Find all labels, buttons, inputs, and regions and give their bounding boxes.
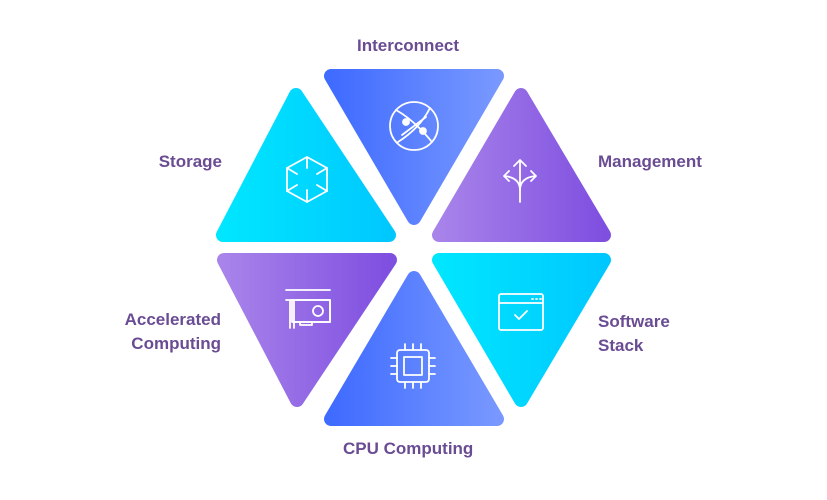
cpu-computing-label: CPU Computing xyxy=(343,439,474,458)
globe-network-icon xyxy=(389,101,439,151)
gpu-card-icon xyxy=(285,289,331,329)
software-stack-label: Software Stack xyxy=(598,310,670,358)
label-line: Accelerated xyxy=(124,310,221,329)
interconnect-segment xyxy=(324,69,504,225)
browser-window-check-icon xyxy=(498,293,544,331)
label-line: Software xyxy=(598,312,670,331)
accelerated-computing-label: Accelerated Computing xyxy=(90,308,221,356)
storage-label: Storage xyxy=(158,152,222,171)
accelerated-segment xyxy=(217,253,397,407)
management-segment xyxy=(432,88,611,242)
cpu-segment xyxy=(324,271,504,426)
interconnect-label: Interconnect xyxy=(357,36,460,55)
split-arrows-icon xyxy=(503,159,537,203)
label-line: Computing xyxy=(131,334,221,353)
storage-segment xyxy=(216,88,396,242)
cube-icon xyxy=(286,156,328,203)
cpu-chip-icon xyxy=(390,343,436,389)
label-line: Stack xyxy=(598,336,644,355)
management-label: Management xyxy=(598,152,702,171)
